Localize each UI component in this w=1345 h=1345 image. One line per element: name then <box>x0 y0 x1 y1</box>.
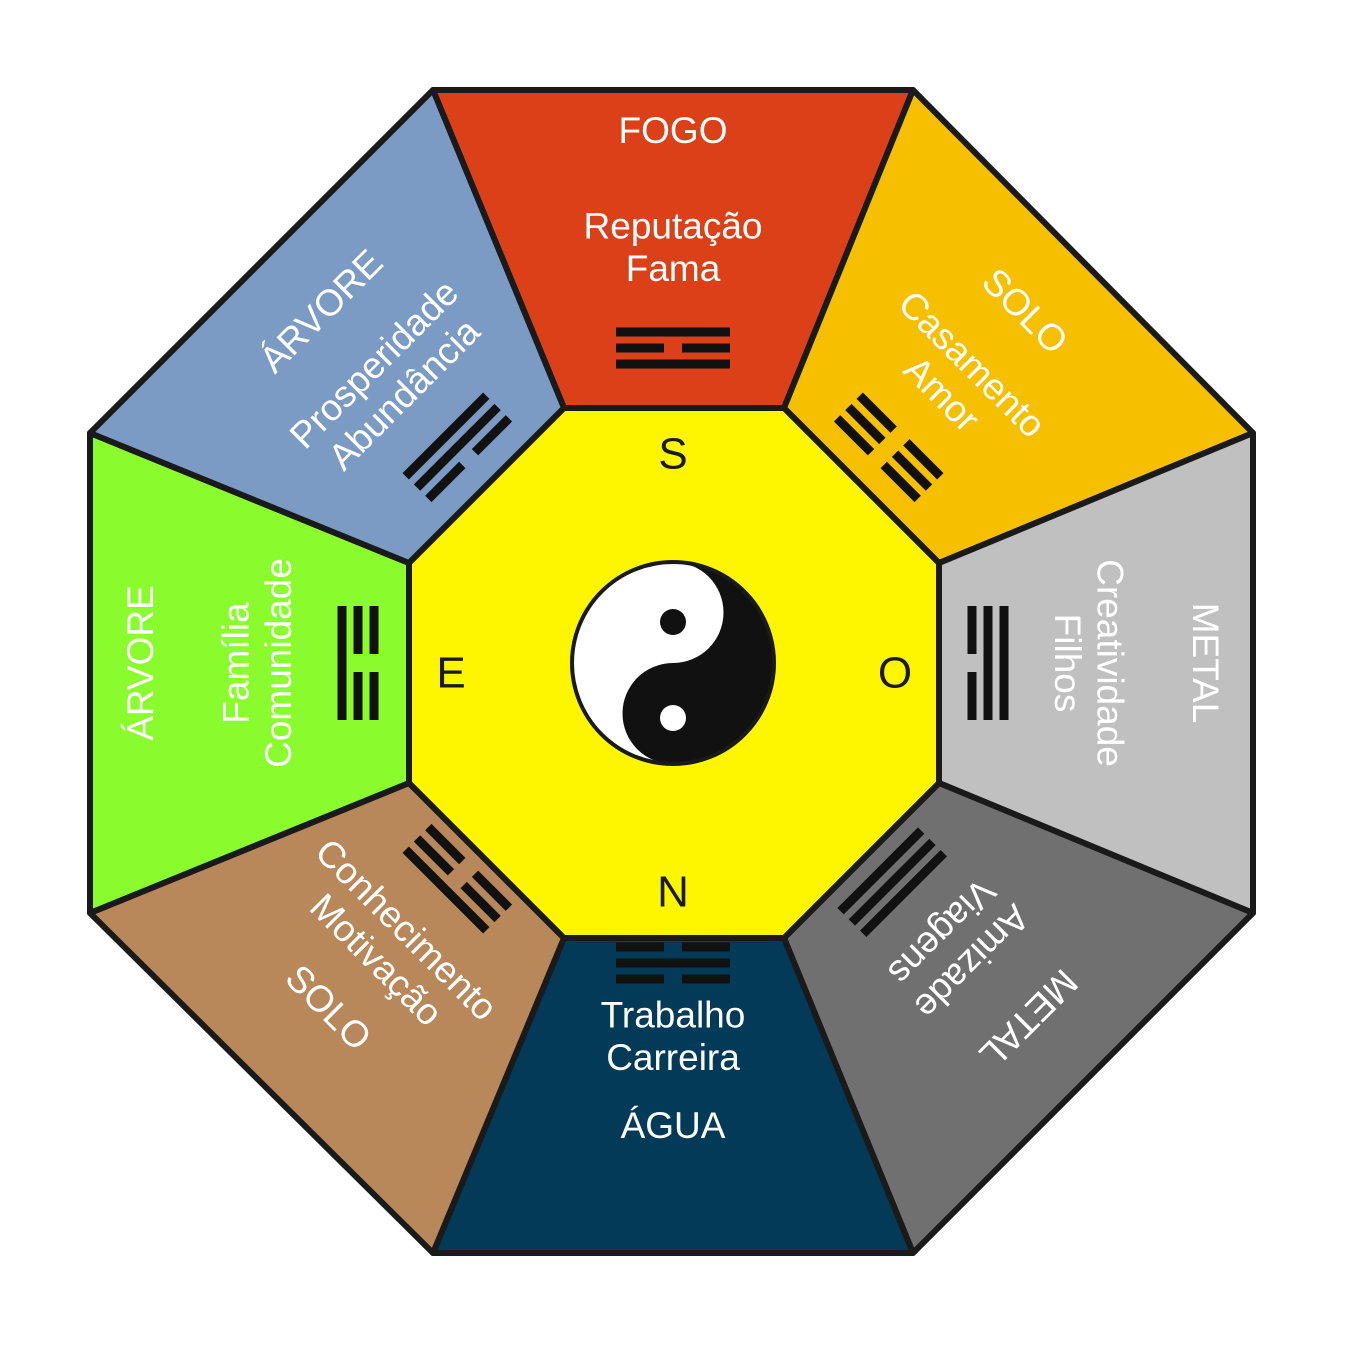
trigram-line-broken-left <box>425 823 466 865</box>
trigram-line-solid <box>616 958 730 968</box>
trigram-line-broken-left <box>845 403 886 445</box>
sector-east-aspect-0: Família <box>215 602 256 724</box>
sector-east-aspects: FamíliaComunidade <box>215 558 299 768</box>
trigram-line-broken-left <box>616 942 664 952</box>
trigram-line-broken-left <box>369 672 379 720</box>
sector-north-element: ÁGUA <box>621 1105 726 1146</box>
trigram-line-broken-right <box>682 343 730 353</box>
sector-east-element: ÁRVORE <box>120 585 161 741</box>
trigram-line-broken-right <box>880 461 921 503</box>
trigram-line-broken-right <box>967 672 977 720</box>
trigram-line-solid <box>402 392 490 480</box>
sector-west-aspect-0: Creatividade <box>1090 559 1131 767</box>
trigram-line-solid <box>837 827 925 915</box>
trigram-line-broken-left <box>616 974 664 984</box>
trigram-line-solid <box>337 606 347 720</box>
trigram-line-broken-right <box>369 606 379 654</box>
direction-right-label: O <box>878 649 912 698</box>
trigram-line-broken-right <box>682 942 730 952</box>
trigram-icon <box>967 606 1009 720</box>
sector-north-aspect-1: Carreira <box>606 1037 740 1078</box>
trigram-line-broken-left <box>413 835 455 876</box>
sector-west-element: METAL <box>1185 603 1226 724</box>
trigram-line-broken-left <box>425 461 466 503</box>
direction-bottom-label: N <box>657 868 689 917</box>
sector-north-aspect-0: Trabalho <box>601 994 746 1035</box>
trigram-icon <box>833 392 944 503</box>
trigram-line-solid <box>413 403 501 491</box>
trigram-line-broken-right <box>460 881 501 923</box>
trigram-icon <box>616 327 730 369</box>
trigram-line-broken-right <box>891 450 933 491</box>
trigram-line-broken-right <box>682 974 730 984</box>
trigram-line-solid <box>616 359 730 369</box>
sector-west-content: METAL CreatividadeFilhos <box>967 559 1226 767</box>
sector-east-content: ÁRVORE FamíliaComunidade <box>120 558 379 768</box>
trigram-icon <box>402 392 513 503</box>
direction-left-label: E <box>436 649 465 698</box>
sector-west-aspects: CreatividadeFilhos <box>1047 559 1131 767</box>
trigram-line-solid <box>860 850 948 938</box>
trigram-line-broken-right <box>471 870 513 911</box>
trigram-line-broken-left <box>967 606 977 654</box>
trigram-line-solid <box>999 606 1009 720</box>
trigram-line-broken-left <box>616 343 664 353</box>
sector-south-aspect-1: Fama <box>626 248 721 289</box>
sector-west-aspect-1: Filhos <box>1047 614 1088 713</box>
trigram-line-solid <box>848 838 936 926</box>
yin-yang-icon <box>570 560 776 766</box>
trigram-icon <box>616 942 730 984</box>
trigram-line-broken-right <box>471 415 513 456</box>
trigram-icon <box>337 606 379 720</box>
trigram-line-broken-right <box>353 606 363 654</box>
trigram-line-solid <box>983 606 993 720</box>
trigram-line-broken-left <box>856 392 897 433</box>
sector-south-element: FOGO <box>619 110 728 151</box>
trigram-line-solid <box>616 327 730 337</box>
trigram-line-broken-left <box>833 415 875 456</box>
sector-south-aspect-0: Reputação <box>584 205 763 246</box>
direction-top-label: S <box>658 430 687 479</box>
sector-east-aspect-1: Comunidade <box>258 558 299 768</box>
trigram-line-broken-left <box>353 672 363 720</box>
trigram-icon <box>837 827 948 938</box>
trigram-line-solid <box>402 846 490 934</box>
trigram-line-broken-right <box>903 439 944 480</box>
trigram-icon <box>402 823 513 934</box>
